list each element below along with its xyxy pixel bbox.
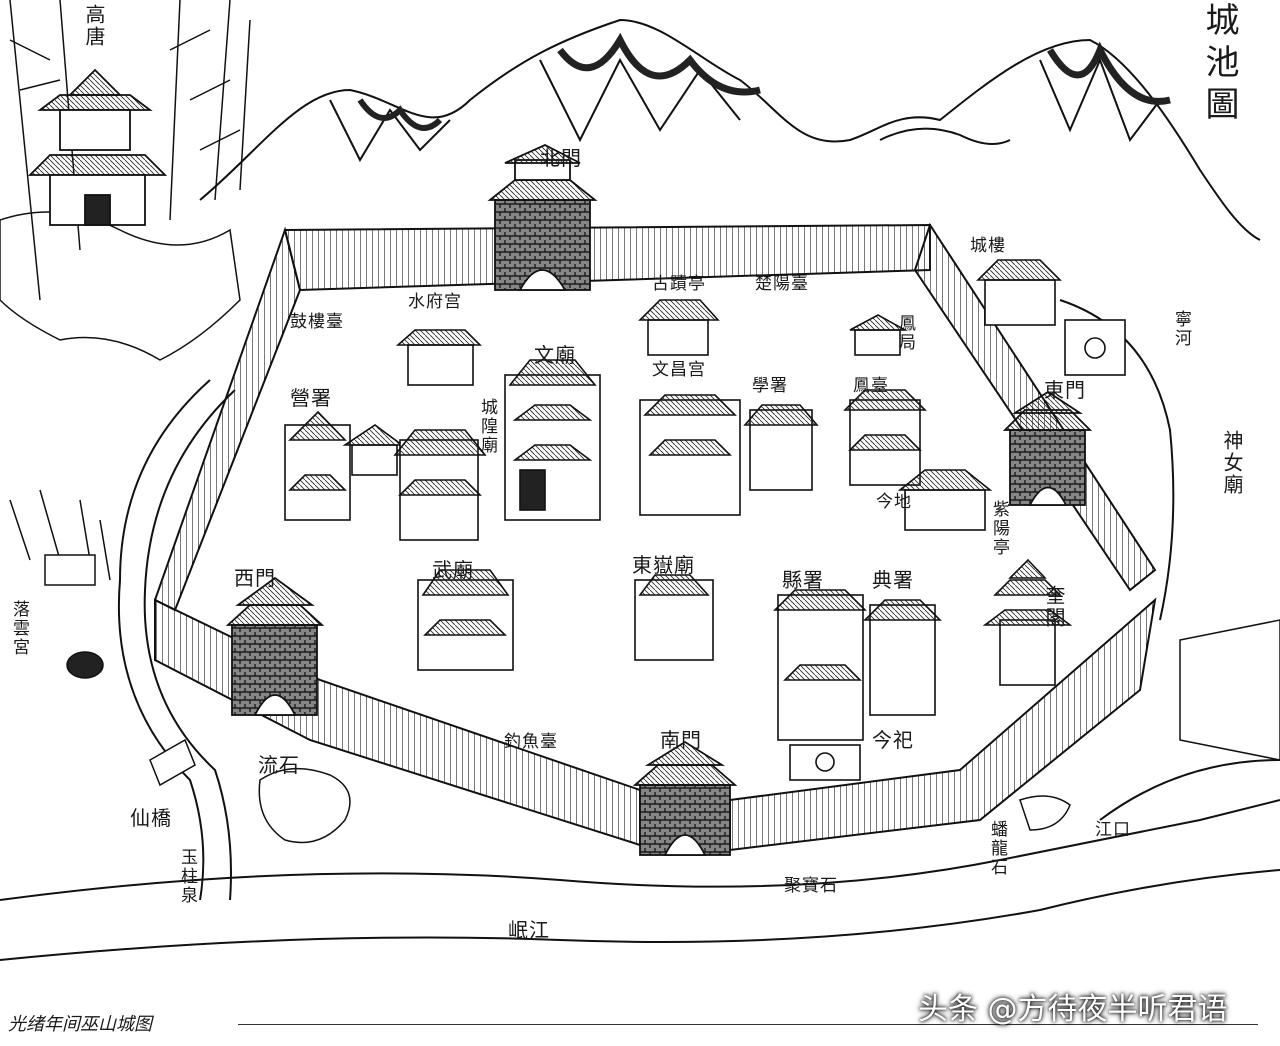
label-min-jiang: 岷江 [508, 918, 550, 942]
label-yuzhu-quan: 玉柱泉 [177, 848, 197, 905]
label-wenchang-gong: 文昌宫 [652, 360, 706, 380]
label-xian-shu: 縣署 [782, 568, 824, 592]
label-dian-shu: 典署 [872, 568, 914, 592]
label-ju-bao-shi: 聚寶石 [784, 876, 838, 896]
label-panlong-shi: 蟠龍石 [987, 820, 1007, 877]
label-dongyue-miao: 東嶽廟 [632, 553, 695, 577]
map-title: 城池圖 [1199, 2, 1239, 128]
label-xue-shu: 學署 [752, 376, 788, 396]
label-chu-tai: 楚陽臺 [755, 274, 809, 294]
label-gu-ji: 古蹟亭 [652, 274, 706, 294]
label-chenghuang-miao: 城隍廟 [477, 398, 497, 455]
label-fengtai: 鳳臺 [853, 376, 889, 396]
pagoda-icon [27, 68, 168, 226]
pagoda-icon [284, 259, 1126, 781]
label-north-gate: 北門 [540, 146, 582, 170]
gate-tower-icon [225, 144, 1093, 856]
mountain-icon [199, 18, 1261, 241]
label-fengdu-ju: 鳳局 [895, 314, 915, 352]
label-shennu-miao: 神女廟 [1220, 430, 1244, 496]
label-cheng-yue-lou: 城樓 [970, 236, 1006, 256]
label-gulou: 鼓樓臺 [290, 312, 344, 332]
label-diao-tai: 釣魚臺 [504, 732, 558, 752]
label-wen-miao: 文廟 [534, 343, 576, 367]
map-caption: 光绪年间巫山城图 [8, 1014, 152, 1035]
label-jiang-kou: 江口 [1095, 820, 1131, 840]
label-jinsi: 今祀 [872, 728, 914, 752]
caption-rule [238, 1024, 1258, 1025]
label-wu-miao: 武廟 [432, 558, 474, 582]
label-west-gate: 西門 [234, 566, 276, 590]
label-liu-shi: 流石 [258, 753, 300, 777]
label-south-gate: 南門 [660, 728, 702, 752]
label-ying-shu: 營署 [290, 386, 332, 410]
label-luoyun-gong: 落雲宮 [9, 600, 29, 657]
label-shuifu-gong: 水府宫 [408, 292, 462, 312]
label-east-gate: 東門 [1044, 378, 1086, 402]
watermark: 头条 @方待夜半听君语 [918, 992, 1228, 1027]
label-ning-he: 寧河 [1171, 310, 1191, 348]
label-kui-ge: 奎閣 [1042, 585, 1066, 629]
label-gaotang: 高唐 [82, 4, 106, 48]
label-jiu-ting: 紫陽亭 [989, 500, 1009, 557]
label-ningdi: 今地 [876, 492, 912, 512]
tree-icon [9, 489, 1280, 844]
label-xian-qiao: 仙橋 [130, 806, 172, 830]
